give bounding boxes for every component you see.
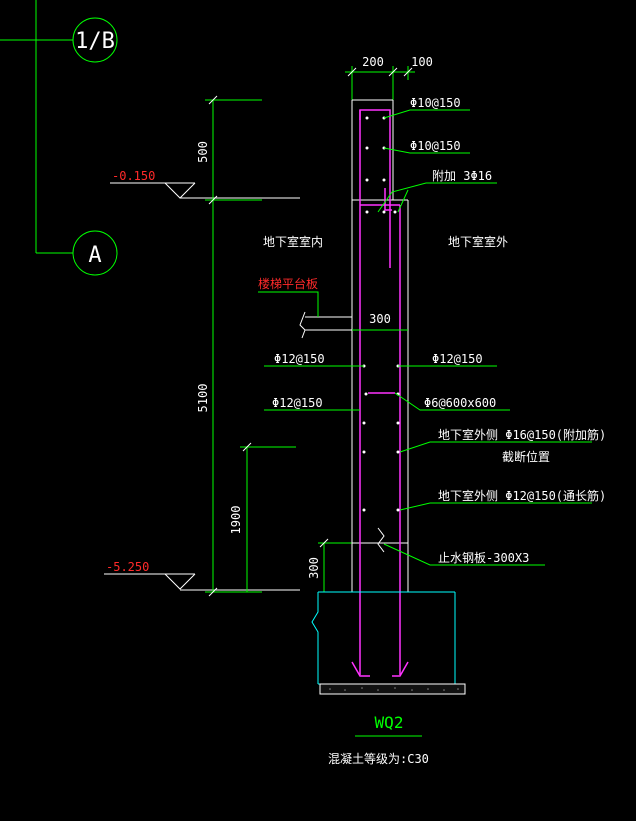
- level-text-top: -0.150: [112, 169, 155, 183]
- rebar-label-r9: 地下室外侧 Φ12@150(通长筋): [438, 488, 606, 503]
- grid-label-a: A: [88, 243, 101, 268]
- foundation: [311, 591, 456, 685]
- top-dimension: [345, 66, 415, 100]
- rebar-label-r4: Φ12@150: [274, 352, 325, 366]
- rebar-dots: [362, 116, 400, 512]
- water-stop-plate: [377, 527, 385, 553]
- grid-bubble-1b: [72, 17, 118, 63]
- rebar-label-r3: 附加 3Φ16: [432, 169, 492, 183]
- stair-platform-slab: [299, 311, 352, 339]
- rebar-label-r5: Φ12@150: [432, 352, 483, 366]
- grid-bubble-a: [72, 230, 118, 276]
- dim-cover: 100: [411, 55, 433, 69]
- leader-lines: [258, 109, 592, 566]
- stair-platform-label: 楼梯平台板: [258, 276, 318, 291]
- rebar-cage: [351, 109, 409, 677]
- level-marker-top: [110, 182, 300, 199]
- rebar-label-r7: Φ6@600x600: [424, 396, 496, 410]
- grid-axis-lines: [0, 0, 118, 276]
- zone-inside: 地下室室内: [263, 234, 323, 249]
- dim-slab-width: 300: [369, 312, 391, 326]
- rebar-label-r6: Φ12@150: [272, 396, 323, 410]
- rebar-label-r8: 地下室外侧 Φ16@150(附加筋): [438, 427, 606, 442]
- dim-lap-height: 1900: [229, 506, 243, 535]
- dim-main-height: 5100: [196, 384, 210, 413]
- zone-outside: 地下室室外: [448, 234, 508, 249]
- dim-wall-width: 200: [362, 55, 384, 69]
- rebar-label-r8b: 截断位置: [502, 449, 550, 464]
- vertical-dimensions: [205, 99, 356, 593]
- foundation-cushion: [319, 683, 466, 695]
- dim-base-height: 300: [307, 557, 321, 579]
- concrete-note: 混凝土等级为:C30: [328, 751, 429, 766]
- grid-label-1b: 1/B: [75, 29, 115, 54]
- rebar-label-r2: Φ10@150: [410, 139, 461, 153]
- dim-top-height: 500: [196, 141, 210, 163]
- level-text-bottom: -5.250: [106, 560, 149, 574]
- drawing-title: WQ2: [375, 713, 404, 732]
- rebar-label-r10: 止水钢板-300X3: [438, 551, 529, 565]
- level-marker-bottom: [104, 573, 300, 591]
- rebar-label-r1: Φ10@150: [410, 96, 461, 110]
